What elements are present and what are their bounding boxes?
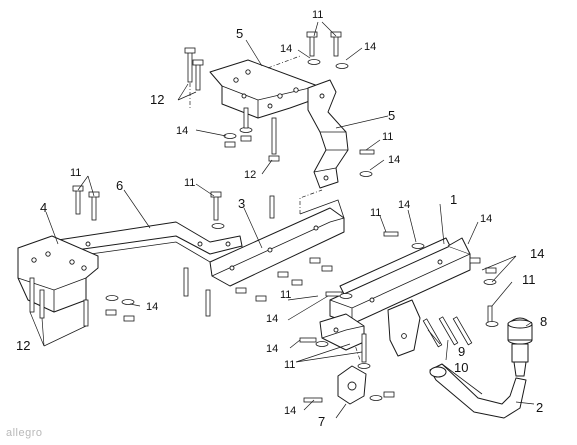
label-11-top: 11: [312, 9, 323, 21]
label-2: 2: [536, 400, 543, 415]
label-11-right: 11: [522, 272, 536, 287]
label-11-crossbar-top: 11: [370, 207, 381, 219]
label-14-top-left: 14: [280, 43, 292, 55]
label-12-upper: 12: [150, 92, 164, 107]
label-14-crossbar-left: 14: [266, 313, 278, 325]
label-14-crossbar-top: 14: [398, 199, 410, 211]
part-2-towball-neck: [429, 363, 527, 419]
part-5-plate: [189, 55, 319, 119]
label-3: 3: [238, 196, 245, 211]
label-14-left: 14: [146, 301, 158, 313]
label-14-upper-left: 14: [176, 125, 188, 137]
label-14-right-arm: 14: [388, 154, 400, 166]
part-3-rail: [209, 189, 345, 287]
label-5-upper: 5: [236, 26, 243, 41]
label-8: 8: [540, 314, 547, 329]
label-7: 7: [318, 414, 325, 429]
label-12-middle: 12: [244, 169, 256, 181]
callout-labels: 5 5 11 14 14 12 14 12 11 14 11 6 11 3 4 …: [16, 9, 547, 429]
label-14-crossbar-right: 14: [480, 213, 492, 225]
label-14-top-right: 14: [364, 41, 376, 53]
label-11-bottom: 11: [284, 359, 295, 371]
label-10: 10: [454, 360, 468, 375]
part-5-arm: [307, 79, 349, 189]
label-14-bottom-left: 14: [266, 343, 278, 355]
label-6: 6: [116, 178, 123, 193]
part-4-plate: [17, 235, 99, 313]
label-12-lower: 12: [16, 338, 30, 353]
watermark: allegro: [6, 427, 43, 439]
label-5-arm: 5: [388, 108, 395, 123]
fasteners: [29, 31, 499, 403]
label-9: 9: [458, 344, 465, 359]
label-1: 1: [450, 192, 457, 207]
label-14-bottom: 14: [284, 405, 296, 417]
label-11-left: 11: [70, 167, 81, 179]
part-8-towball: [507, 317, 533, 377]
label-14-right: 14: [530, 246, 544, 261]
part-7-socket-plate: [337, 365, 367, 405]
label-11-right-arm: 11: [382, 131, 393, 143]
label-4: 4: [40, 200, 47, 215]
ball-holder-bracket: [319, 299, 421, 357]
label-11-mid: 11: [184, 177, 195, 189]
label-11-crossbar-left: 11: [280, 289, 291, 301]
leader-lines: [29, 21, 535, 419]
part-1-crossbar: [329, 237, 471, 361]
